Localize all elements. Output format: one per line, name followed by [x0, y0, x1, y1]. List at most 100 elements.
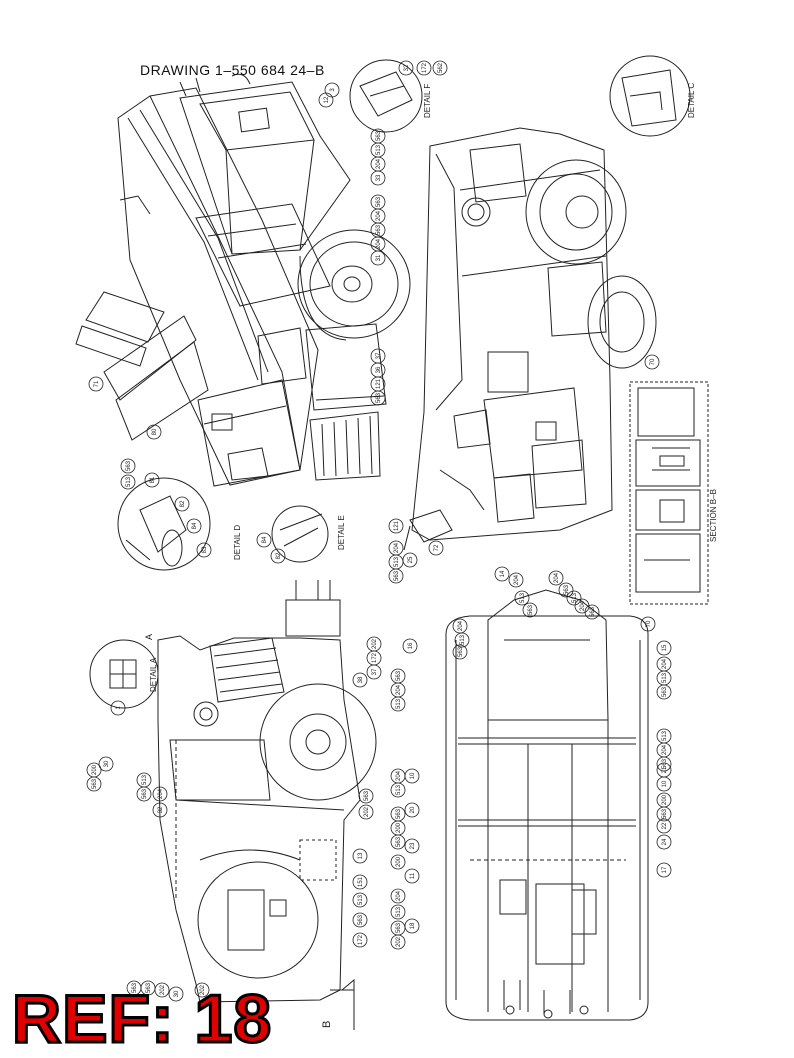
callout-balloon	[352, 874, 368, 890]
callout-number: 1	[116, 706, 122, 710]
callout-balloon	[352, 672, 368, 688]
callout-number: 513	[142, 774, 148, 785]
top-view	[445, 589, 649, 1021]
callout-number: 513	[460, 634, 466, 645]
callout-number: 563	[396, 670, 402, 681]
callout-balloon	[404, 838, 420, 854]
callout-balloon	[656, 762, 672, 778]
callout-balloon	[126, 980, 142, 996]
callout-number: 37	[376, 352, 382, 359]
detail-c-circle	[609, 55, 691, 137]
callout-balloon	[352, 892, 368, 908]
callout-balloon	[390, 934, 406, 950]
callout-number: 71	[94, 380, 100, 387]
callout-number: 84	[192, 522, 198, 529]
drawing-title: DRAWING 1–550 684 24–B	[140, 62, 325, 78]
label-detail-d: DETAIL D	[233, 525, 242, 560]
callout-number: 202	[372, 638, 378, 649]
callout-number: 202	[160, 984, 166, 995]
callout-balloon	[152, 786, 168, 802]
callout-number: 563	[396, 836, 402, 847]
label-detail-c: DETAIL C	[687, 83, 696, 118]
callout-number: 84	[262, 536, 268, 543]
callout-balloon	[454, 632, 470, 648]
callout-balloon	[402, 638, 418, 654]
callout-number: 204	[514, 574, 520, 585]
ref-badge: REF: 18	[10, 981, 273, 1057]
callout-number: 563	[146, 982, 152, 993]
callout-balloon	[358, 804, 374, 820]
callout-number: 30	[174, 990, 180, 997]
callout-number: 204	[376, 238, 382, 249]
callout-balloon	[194, 982, 210, 998]
callout-balloon	[120, 458, 136, 474]
callout-balloon	[270, 548, 286, 564]
callout-balloon	[144, 472, 160, 488]
callout-number: 204	[662, 744, 668, 755]
callout-balloon	[352, 912, 368, 928]
callout-balloon	[390, 696, 406, 712]
marker-a: A	[144, 634, 154, 640]
callout-balloons: 1233320451356320456331204563373656312171…	[86, 60, 672, 1002]
callout-number: 13	[358, 852, 364, 859]
callout-number: 15	[662, 644, 668, 651]
callout-number: 172	[372, 652, 378, 663]
callout-balloon	[370, 128, 386, 144]
callout-number: 202	[364, 806, 370, 817]
detail-e-circle	[271, 505, 329, 563]
callout-number: 3	[330, 88, 336, 92]
callout-number: 513	[394, 556, 400, 567]
callout-balloon	[640, 616, 656, 632]
iso-view-right	[403, 127, 657, 551]
callout-number: 204	[458, 620, 464, 631]
callout-number: 80	[152, 428, 158, 435]
callout-number: 563	[396, 922, 402, 933]
callout-balloon	[256, 532, 272, 548]
callout-balloon	[370, 376, 386, 392]
callout-number: 200	[396, 856, 402, 867]
callout-number: 563	[142, 788, 148, 799]
callout-balloon	[656, 756, 672, 772]
detail-a-circle	[89, 639, 159, 709]
callout-number: 32	[404, 64, 410, 71]
callout-balloon	[352, 848, 368, 864]
callout-number: 204	[376, 210, 382, 221]
detail-f-circle	[349, 59, 423, 133]
callout-number: 204	[662, 658, 668, 669]
callout-number: 32	[158, 806, 164, 813]
callout-balloon	[398, 60, 414, 76]
callout-number: 10	[410, 772, 416, 779]
callout-balloon	[120, 474, 136, 490]
callout-balloon	[548, 570, 564, 586]
callout-number: 172	[358, 934, 364, 945]
callout-balloon	[86, 776, 102, 792]
callout-number: 202	[396, 936, 402, 947]
callout-number: 204	[376, 158, 382, 169]
callout-number: 513	[396, 784, 402, 795]
callout-number: 23	[410, 842, 416, 849]
callout-balloon	[146, 424, 162, 440]
callout-number: 200	[662, 794, 668, 805]
callout-balloon	[656, 862, 672, 878]
callout-number: 14	[500, 570, 506, 577]
callout-number: 204	[394, 542, 400, 553]
callout-number: 563	[376, 224, 382, 235]
callout-number: 563	[376, 130, 382, 141]
callout-balloon	[196, 542, 212, 558]
callout-balloon	[352, 932, 368, 948]
callout-number: 81	[150, 476, 156, 483]
callout-number: 513	[358, 894, 364, 905]
callout-balloon	[432, 60, 448, 76]
callout-balloon	[98, 756, 114, 772]
callout-number: 563	[394, 570, 400, 581]
callout-balloon	[388, 540, 404, 556]
callout-number: 82	[276, 552, 282, 559]
callout-balloon	[566, 590, 582, 606]
callout-balloon	[656, 684, 672, 700]
callout-number: 83	[202, 546, 208, 553]
callout-balloon	[494, 566, 510, 582]
callout-number: 563	[126, 460, 132, 471]
callout-number: 12	[324, 96, 330, 103]
callout-number: 200	[396, 822, 402, 833]
callout-number: 563	[92, 778, 98, 789]
